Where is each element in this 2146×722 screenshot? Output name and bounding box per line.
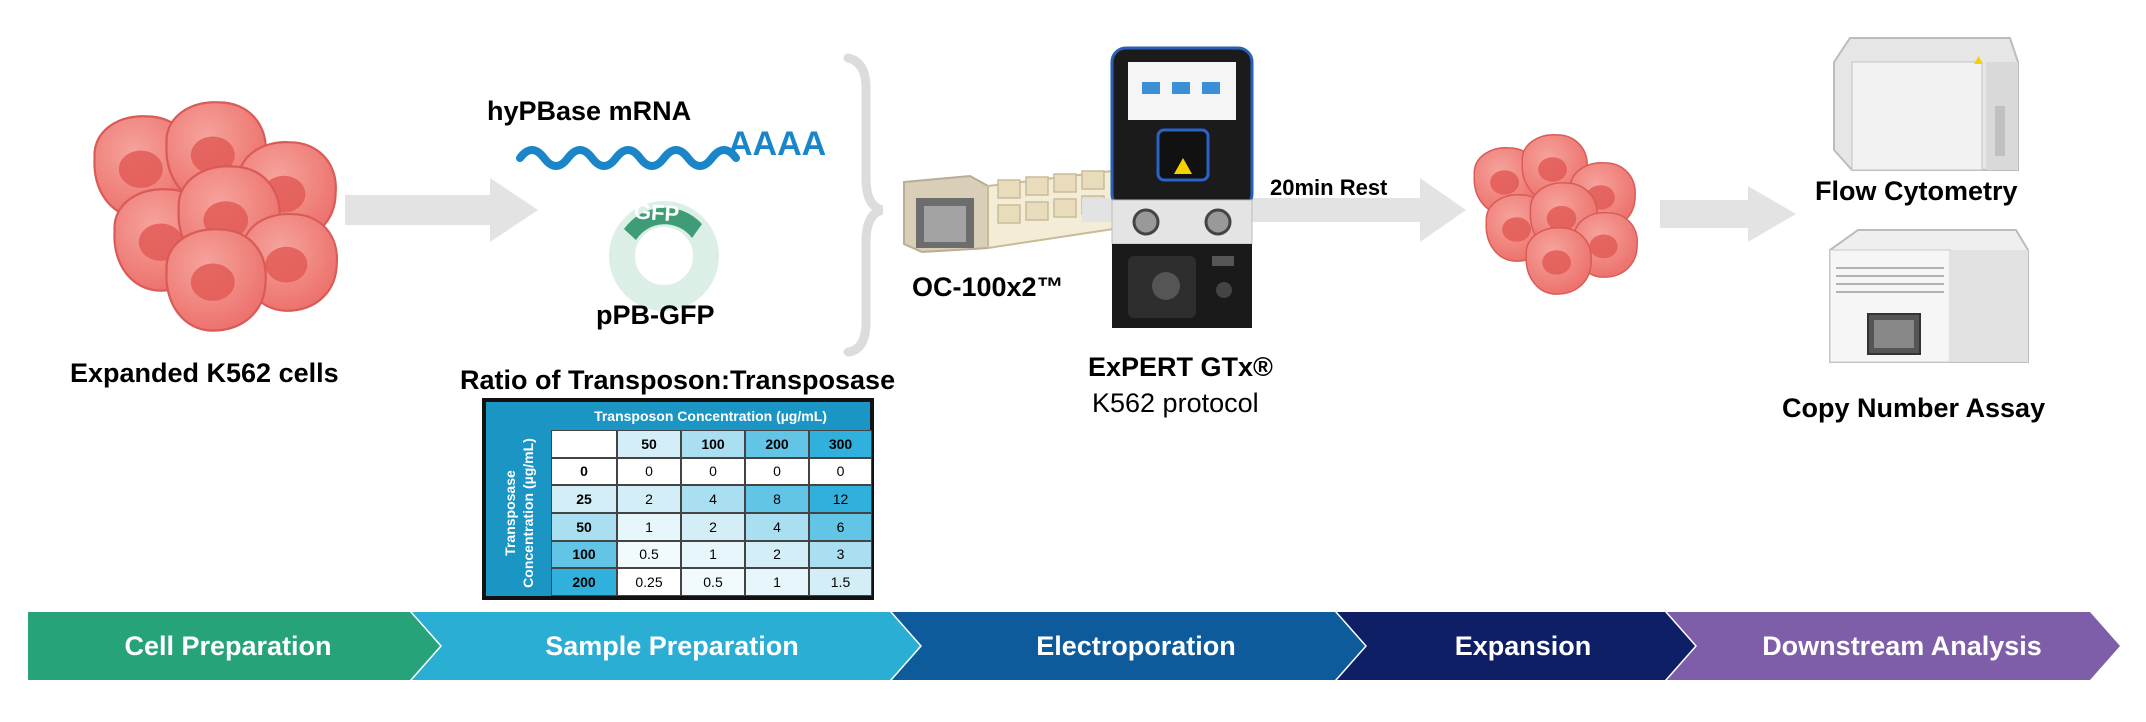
expanded-cells-label: Expanded K562 cells: [70, 358, 339, 388]
table-cell: 0: [745, 457, 809, 486]
flow-cytometry-label: Flow Cytometry: [1815, 176, 2018, 206]
stage-chevron-electroporation: [892, 612, 1365, 680]
rest-label: 20min Rest: [1270, 175, 1388, 200]
stage-label-expansion: Expansion: [1454, 630, 1592, 661]
table-cell: 1: [617, 512, 681, 541]
flow-arrow: [345, 178, 538, 242]
column-label: 300: [809, 430, 872, 458]
table-cell: 2: [681, 512, 745, 541]
table-cell: 0: [681, 457, 745, 486]
table-cell: 2: [617, 485, 681, 513]
table-cell: 1: [681, 540, 745, 569]
stage-label-sample-preparation: Sample Preparation: [545, 630, 799, 661]
column-header: Transposon Concentration (µg/mL): [551, 402, 870, 430]
device-name-label: ExPERT GTx®: [1088, 352, 1273, 382]
table-title: Ratio of Transposon:Transposase: [460, 365, 896, 395]
mrna-wave-icon: [516, 146, 740, 170]
table-cell: 12: [809, 485, 872, 513]
stage-label-electroporation: Electroporation: [1036, 630, 1236, 661]
expanded-cell-cluster: [1473, 134, 1639, 295]
table-cell: 6: [809, 512, 872, 541]
ratio-table: Transposon Concentration (µg/mL) Transpo…: [482, 398, 874, 600]
table-cell: 0.25: [617, 568, 681, 596]
copy-number-instrument-icon: [1829, 229, 2029, 363]
table-cell: 4: [681, 485, 745, 513]
table-corner: [486, 402, 551, 430]
table-corner-cell: [551, 430, 617, 458]
table-cell: 2: [745, 540, 809, 569]
cell: [1525, 227, 1592, 295]
table-cell: 1.5: [809, 568, 872, 596]
flow-arrow: [1660, 186, 1796, 242]
table-cell: 1: [745, 568, 809, 596]
row-label: 50: [551, 512, 617, 541]
row-label: 100: [551, 540, 617, 569]
device-protocol-label: K562 protocol: [1092, 388, 1259, 418]
copy-number-label: Copy Number Assay: [1782, 393, 2046, 423]
brace-icon: [843, 53, 884, 357]
cell: [165, 228, 267, 332]
row-label: 200: [551, 568, 617, 596]
poly-a-label: AAAA: [728, 125, 827, 163]
row-label: 25: [551, 485, 617, 513]
plasmid-icon: [609, 201, 719, 311]
table-cell: 4: [745, 512, 809, 541]
flow-cytometer-icon: [1833, 37, 2019, 171]
stage-chevron-expansion: [1337, 612, 1695, 680]
gfp-label: GFP: [633, 198, 681, 227]
table-cell: 8: [745, 485, 809, 513]
row-header: Transposase Concentration (µg/mL): [486, 430, 551, 596]
column-label: 200: [745, 430, 809, 458]
expert-device-icon: [1110, 46, 1254, 328]
table-cell: 0: [809, 457, 872, 486]
stage-chevron-sample-preparation: [412, 612, 920, 680]
table-grid: 50 100 200 300 0 0 0 0 0 25 2 4 8 12 50 …: [551, 430, 872, 596]
stage-label-cell-preparation: Cell Preparation: [124, 630, 332, 661]
row-header-text: Transposase Concentration (µg/mL): [501, 438, 536, 588]
column-label: 50: [617, 430, 681, 458]
cartridge-label: OC-100x2™: [912, 272, 1064, 302]
column-label: 100: [681, 430, 745, 458]
stage-label-downstream-analysis: Downstream Analysis: [1762, 630, 2042, 661]
table-cell: 0.5: [681, 568, 745, 596]
expanded-cell-cluster: [93, 101, 339, 332]
table-cell: 3: [809, 540, 872, 569]
plasmid-label: pPB-GFP: [596, 300, 715, 330]
mrna-label: hyPBase mRNA: [487, 96, 692, 126]
table-cell: 0: [617, 457, 681, 486]
flow-arrow: [1082, 178, 1466, 242]
row-label: 0: [551, 457, 617, 486]
stage-chevron-downstream-analysis: [1667, 612, 2120, 680]
stage-chevron-cell-preparation: [28, 612, 440, 680]
table-cell: 0.5: [617, 540, 681, 569]
